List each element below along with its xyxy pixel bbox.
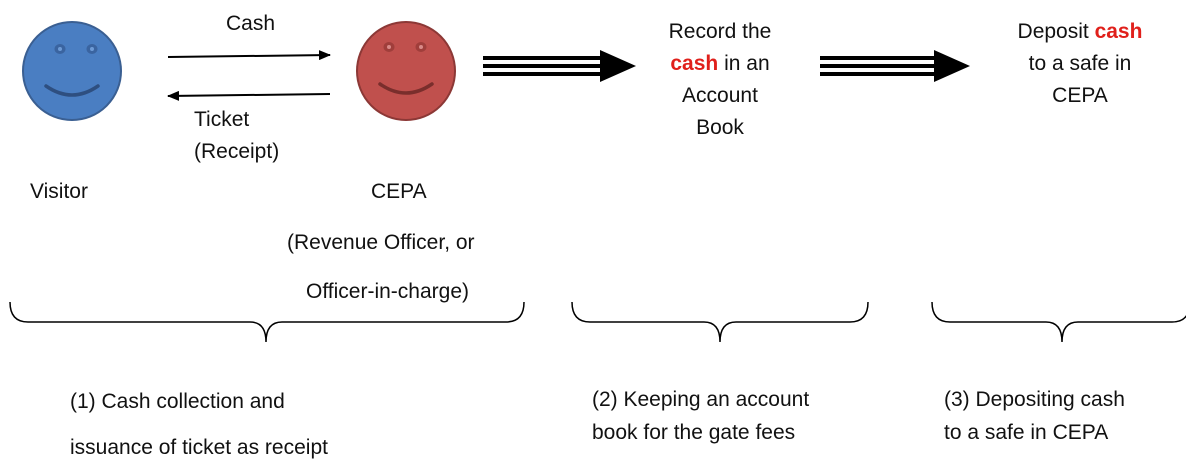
phase-3-line2: to a safe in CEPA <box>944 421 1109 444</box>
phase-2-line1: (2) Keeping an account <box>592 388 810 411</box>
ticket-arrow <box>167 90 331 101</box>
phase-3-line1: (3) Depositing cash <box>944 388 1125 411</box>
deposit-step-line1: Deposit cash <box>980 18 1180 46</box>
phase-1-line2: issuance of ticket as receipt <box>70 436 328 459</box>
phase-brace-2 <box>571 301 869 343</box>
record-step-line4: Book <box>696 116 744 139</box>
record-step-line2-rest: in an <box>718 52 770 75</box>
cash-arrow <box>167 50 331 61</box>
record-step-line1: Record the <box>668 20 772 43</box>
phase-2-line2: book for the gate fees <box>592 421 796 444</box>
cepa-role-line2: Officer-in-charge) <box>306 280 469 303</box>
record-cash-highlight: cash <box>670 52 719 75</box>
receipt-label: (Receipt) <box>194 140 280 163</box>
record-step-line3: Account <box>682 84 758 107</box>
phase-1-line1: (1) Cash collection and <box>70 390 285 413</box>
ticket-label: Ticket <box>194 108 250 131</box>
visitor-smiley-icon <box>22 21 122 121</box>
phase-brace-3 <box>931 301 1186 343</box>
cash-label: Cash <box>226 12 276 35</box>
flow-arrow-2 <box>820 50 970 82</box>
visitor-label: Visitor <box>30 180 88 203</box>
flow-arrow-1 <box>483 50 636 82</box>
deposit-step-line3: CEPA <box>1052 84 1108 107</box>
deposit-cash-highlight: cash <box>1094 20 1143 43</box>
cepa-role-line1: (Revenue Officer, or <box>287 231 475 254</box>
phase-brace-1 <box>9 301 525 343</box>
cepa-label: CEPA <box>371 180 427 203</box>
deposit-step-line2: to a safe in <box>1028 52 1132 75</box>
record-step-line2: cash in an <box>620 50 820 78</box>
cepa-smiley-icon <box>356 21 456 121</box>
deposit-step-prefix: Deposit <box>1017 20 1095 43</box>
